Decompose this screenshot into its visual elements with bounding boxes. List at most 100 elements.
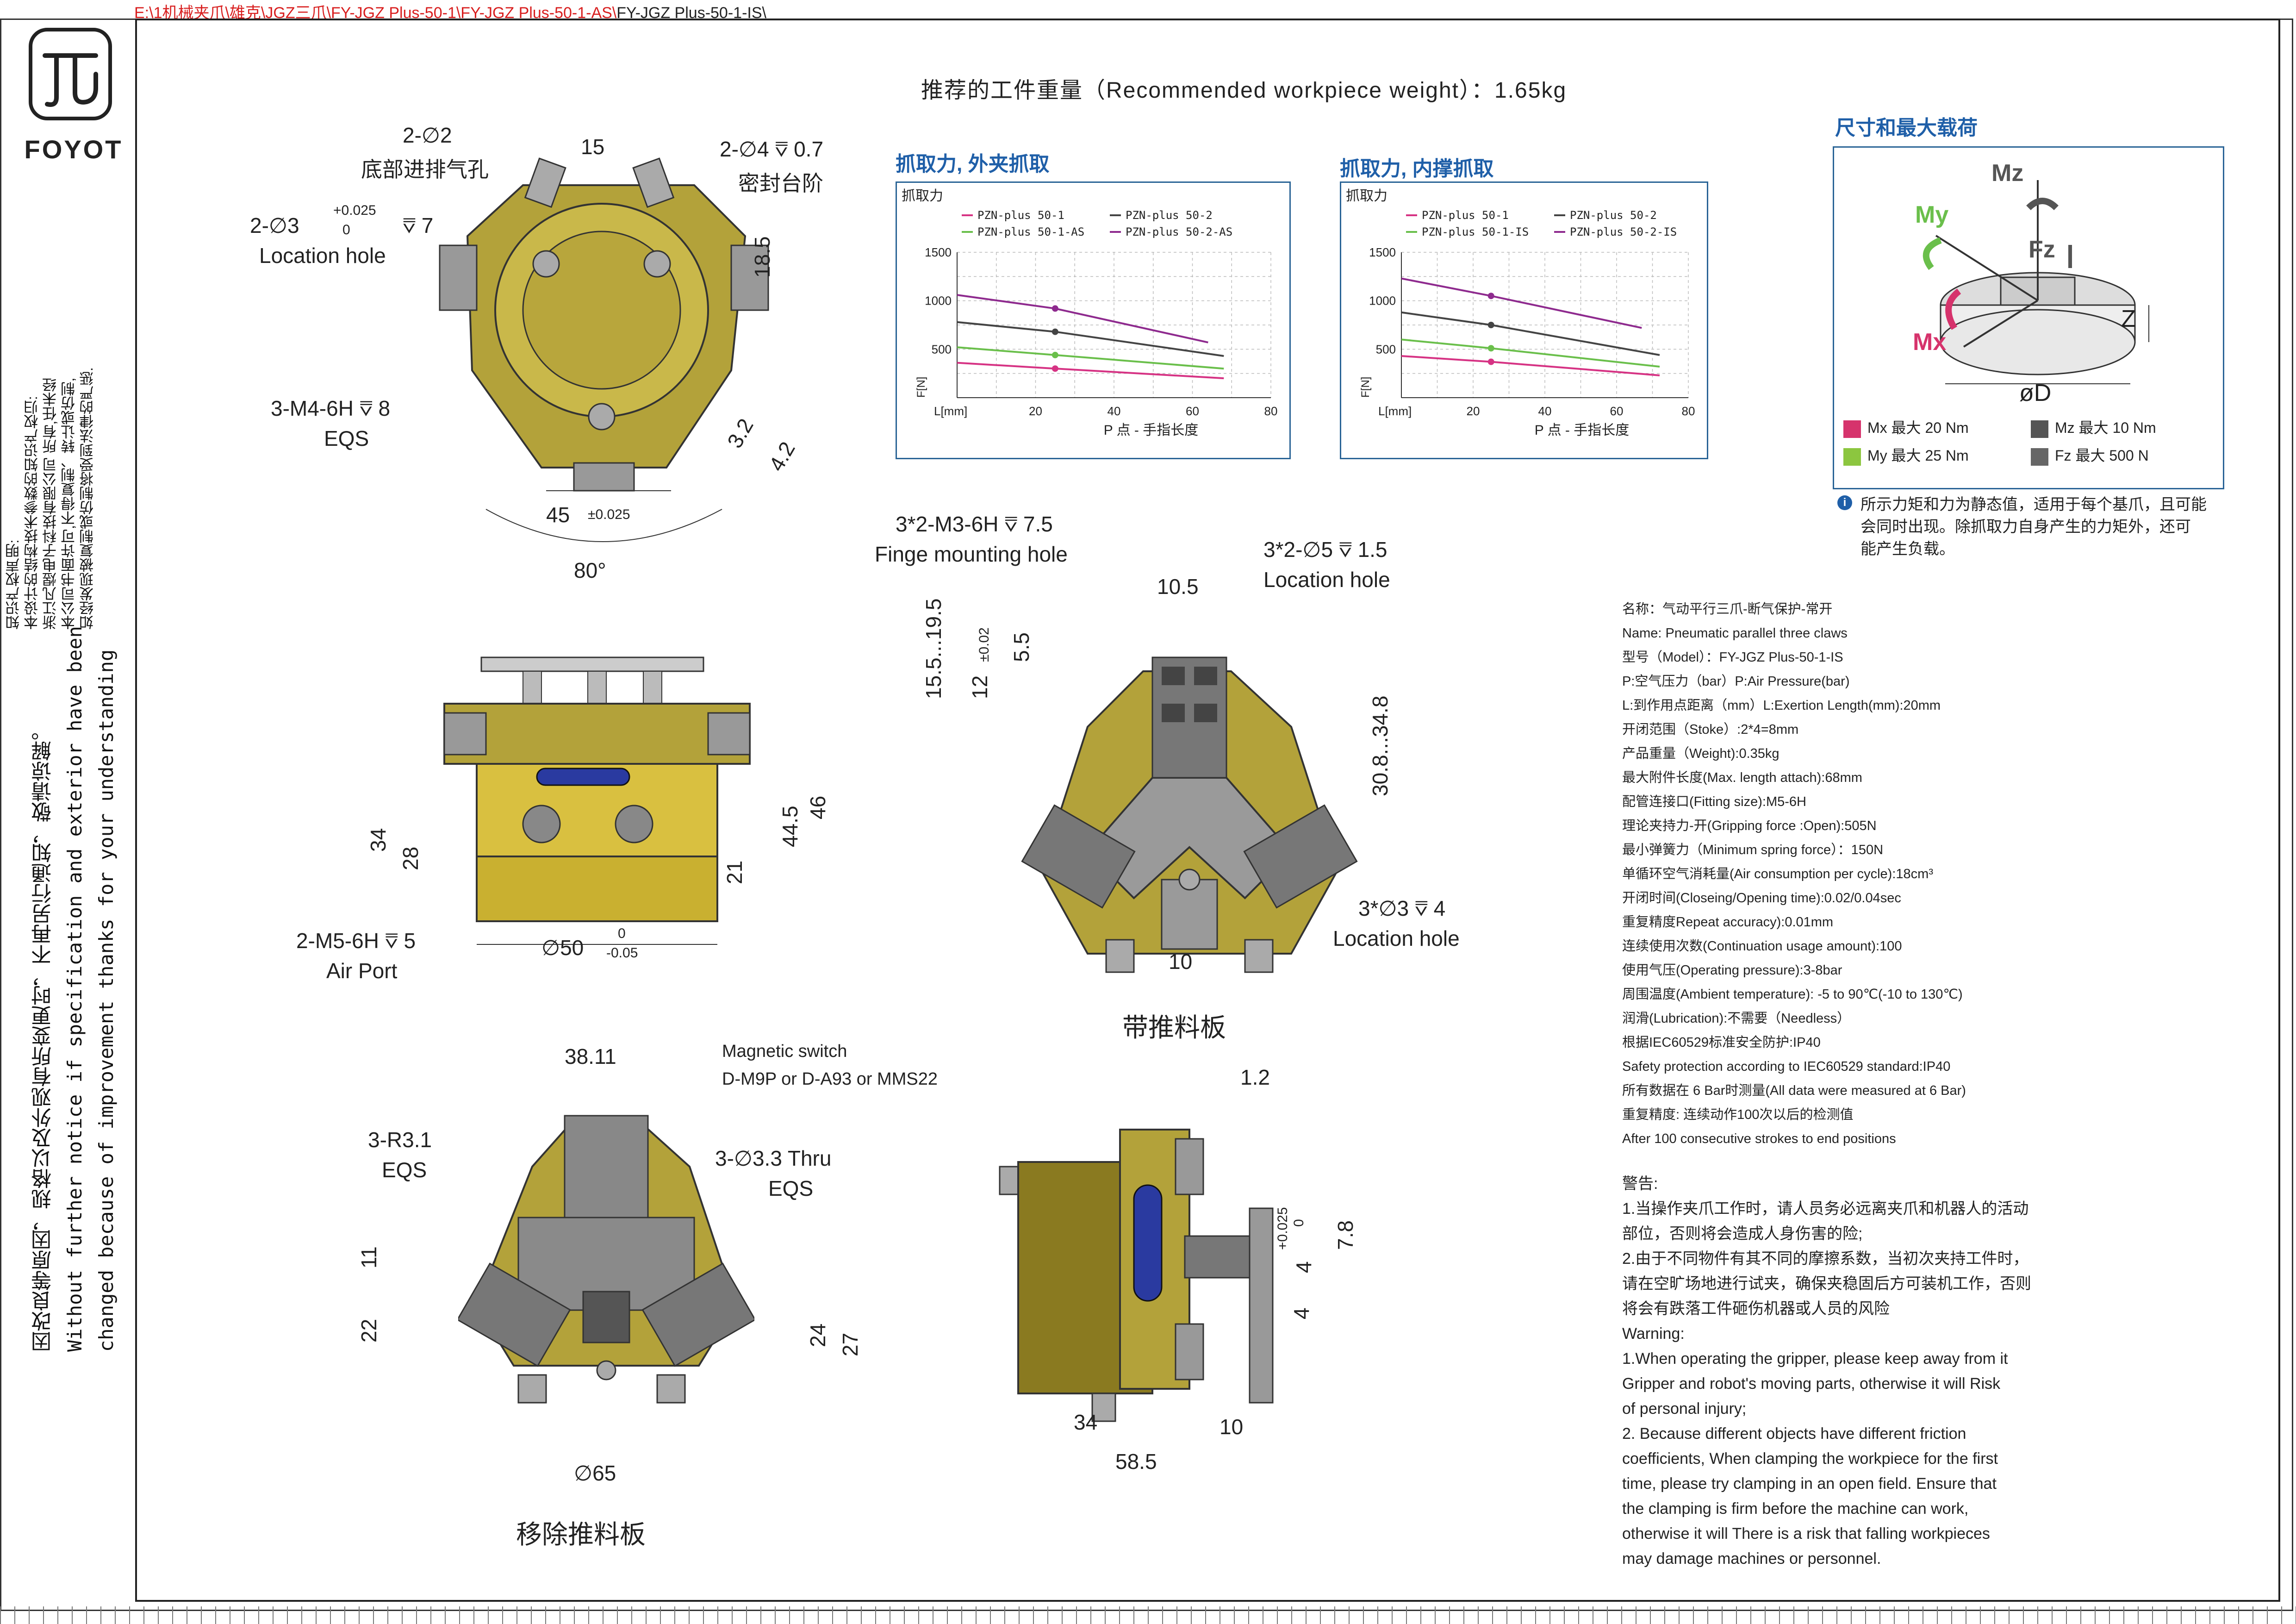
top-view-drawing (439, 157, 769, 542)
dim-v1-d4b: ⩢ 7 (403, 213, 434, 237)
dim-v4-d6: 22 (357, 1318, 381, 1343)
axis-z: Z (2121, 306, 2136, 332)
dim-v4-d5: 11 (357, 1246, 381, 1268)
swatch-icon (1843, 448, 1861, 466)
dim-v1-d10: 80° (574, 558, 606, 582)
series-point (1487, 358, 1494, 365)
dim-v3-d8a: 3*∅3 ⩢ 4 (1358, 896, 1446, 920)
x-tick-label: 20 (1029, 404, 1042, 418)
warning-line: 警告: (1622, 1175, 1658, 1193)
dim-v3-d5tol: ±0.02 (977, 627, 992, 662)
dim-v3-d3: 10.5 (1157, 575, 1199, 599)
dim-v1-d3b: 密封台阶 (738, 171, 823, 195)
dim-v2-d6a: 2-M5-6H ⩢ 5 (296, 929, 416, 953)
dim-v3-d9: 10 (1169, 949, 1193, 974)
warning-block: 警告: 1.当操作夹爪工作时，请人员务必远离夹爪和机器人的活动 部位，否则将会造… (1622, 1171, 2085, 1571)
legend-label: PZN-plus 50-1 (977, 209, 1064, 222)
brand-name: FOYOT (24, 135, 123, 164)
dim-v1-d3a: 2-∅4 ⩢ 0.7 (720, 137, 824, 161)
dim-v2-d3: 44.5 (778, 806, 802, 847)
spec-line: After 100 consecutive strokes to end pos… (1622, 1131, 1896, 1146)
dim-v4-d9: ∅65 (574, 1461, 616, 1485)
warning-line: Gripper and robot's moving parts, otherw… (1622, 1375, 2001, 1393)
axis-mz: Mz (1991, 160, 2024, 187)
dim-v2-d7tol1: 0 (618, 926, 626, 941)
x-tick-label: 60 (1610, 404, 1624, 418)
dim-v1-d9tol: ±0.025 (588, 507, 630, 522)
load-row-fz: Fz 最大 500 N (2031, 444, 2149, 466)
dim-v5-d2tol1: +0.025 (1275, 1207, 1290, 1250)
dim-v3-d2b: Location hole (1263, 568, 1390, 592)
y-tick-label: 1500 (925, 245, 952, 259)
warning-line: 1.当操作夹爪工作时，请人员务必远离夹爪和机器人的活动 (1622, 1200, 2029, 1218)
legend-label: PZN-plus 50-2 (1126, 209, 1213, 222)
dim-v1-d4a: 2-∅3 (250, 213, 299, 237)
series-line (1401, 311, 1660, 356)
ip-notice: 知识产权声明: 本设计的结构技术参数的知识产权归: 浙江凡煜电子科技有限公司 所… (6, 367, 96, 630)
spec-line: 重复精度: 连续动作100次以后的检测值 (1622, 1107, 1854, 1122)
pusher-plate-view-drawing (1021, 656, 1358, 973)
dim-v4-d2b: D-M9P or D-A93 or MMS22 (722, 1069, 938, 1089)
spec-line: 最大附件长度(Max. length attach):68mm (1622, 770, 1862, 785)
warning-line: 2.由于不同物件有其不同的摩擦系数，当初次夹持工件时， (1622, 1250, 2029, 1268)
dim-v1-d1b: 底部进排气孔 (361, 157, 489, 181)
dim-v4-d8: 27 (838, 1332, 862, 1356)
dim-v1-d6b: EQS (324, 426, 369, 450)
dim-v3-d6: 5.5 (1009, 632, 1033, 662)
spec-list: 名称：气动平行三爪-断气保护-常开 Name: Pneumatic parall… (1622, 597, 2224, 1151)
y-tick-label: 500 (1376, 342, 1396, 356)
x-tick-label: 40 (1538, 404, 1552, 418)
spec-line: 重复精度Repeat accuracy):0.01mm (1622, 915, 1834, 930)
spec-line: 连续使用次数(Continuation usage amount):100 (1622, 939, 1902, 954)
series-point (1052, 351, 1058, 358)
load-row-mz: Mz 最大 10 Nm (2031, 416, 2156, 438)
y-axis-label: 抓取力 (902, 188, 943, 204)
spec-line: 根据IEC60529标准安全防护:IP40 (1622, 1035, 1821, 1050)
dim-v2-d7: ∅50 (541, 936, 584, 960)
series-line (1401, 355, 1660, 376)
series-point (1052, 328, 1058, 335)
change-notice: 因改良等原因，规格以及外观有所变更时，不再另行通知，敬请谅解。 Without … (32, 626, 118, 1352)
dim-v4-d1: 38.11 (565, 1044, 616, 1068)
legend-label: PZN-plus 50-1-AS (977, 225, 1084, 238)
warning-line: Warning: (1622, 1325, 1685, 1343)
spec-line: P:空气压力（bar）P:Air Pressure(bar) (1622, 674, 1850, 689)
spec-line: 单循环空气消耗量(Air consumption per cycle):18cm… (1622, 867, 1933, 881)
x-tick-label: 80 (1682, 404, 1695, 418)
dim-v4-d7: 24 (806, 1323, 830, 1347)
swatch-icon (1843, 420, 1861, 438)
warning-line: otherwise it will There is a risk that f… (1622, 1525, 1990, 1543)
series-point (1052, 305, 1058, 312)
dim-v5-d5: 34 (1074, 1410, 1098, 1434)
y-tick-label: 1500 (1369, 245, 1396, 259)
load-row-mx: Mx 最大 20 Nm (1843, 416, 1969, 438)
warning-line: may damage machines or personnel. (1622, 1550, 1881, 1568)
spec-line: Name: Pneumatic parallel three claws (1622, 626, 1848, 641)
load-panel: Mz My Fz Mx Z øD Mx 最大 20 Nm Mz 最大 10 Nm… (1833, 146, 2224, 489)
chart-2-title: 抓取力, 内撑抓取 (1340, 157, 1494, 180)
dim-v4-d2a: Magnetic switch (722, 1042, 847, 1061)
series-point (1487, 345, 1494, 352)
dim-v3-d1b: Finge mounting hole (875, 542, 1068, 566)
x-axis-start-label: L[mm] (934, 404, 967, 418)
dim-v2-d6b: Air Port (326, 959, 398, 983)
series-point (1487, 293, 1494, 300)
dim-v5-d3: 7.8 (1333, 1220, 1357, 1250)
spec-line: 理论夹持力-开(Gripping force :Open):505N (1622, 818, 1877, 833)
dim-v5-d4: 4 (1289, 1307, 1313, 1319)
dim-v1-d6a: 3-M4-6H ⩢ 8 (271, 396, 391, 420)
x-tick-label: 20 (1467, 404, 1480, 418)
dim-v1-d1a: 2-∅2 (403, 123, 452, 147)
dim-v1-d4tol2: 0 (342, 222, 350, 237)
warning-line: of personal injury; (1622, 1400, 1747, 1418)
warning-line: the clamping is firm before the machine … (1622, 1500, 1969, 1518)
dim-v1-d2: 15 (581, 135, 605, 159)
drawing-frame (135, 19, 2280, 1602)
x-tick-label: 60 (1186, 404, 1199, 418)
legend-label: PZN-plus 50-2-AS (1126, 225, 1232, 238)
dim-v4-d4a: 3-∅3.3 Thru (715, 1146, 832, 1170)
y-tick-label: 500 (932, 342, 952, 356)
